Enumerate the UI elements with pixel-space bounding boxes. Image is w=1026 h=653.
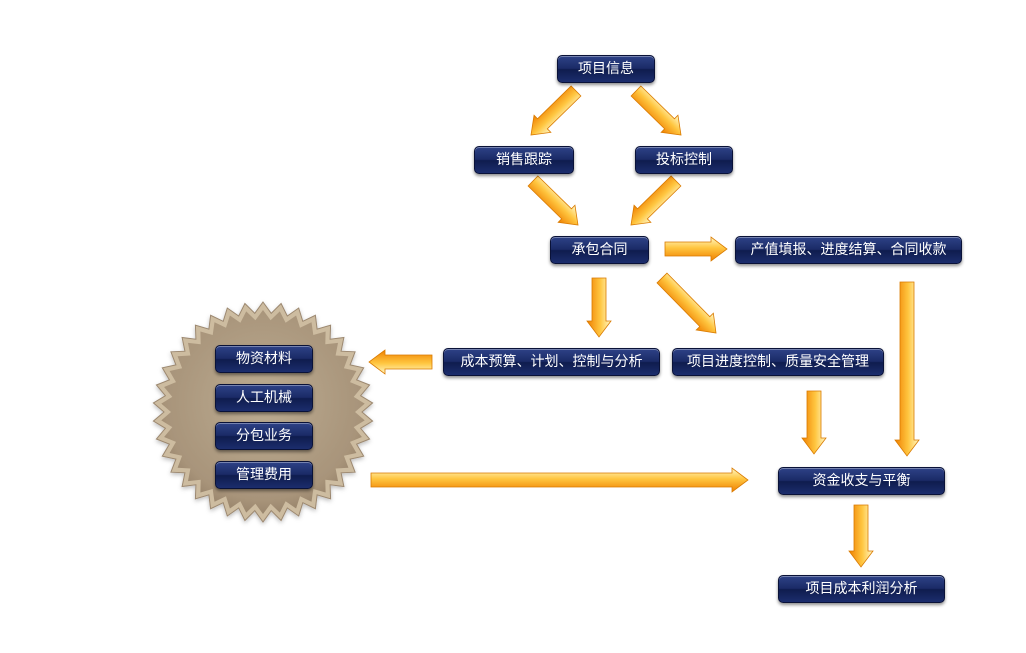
- node-cost-budget[interactable]: 成本预算、计划、控制与分析: [443, 348, 660, 376]
- arrow-cost-to-seal: [368, 349, 433, 375]
- arrow-contract-to-output: [664, 236, 728, 262]
- arrow-seal-to-fund: [370, 467, 749, 493]
- node-profit-analysis[interactable]: 项目成本利润分析: [778, 575, 945, 603]
- arrow-output-to-fund: [894, 281, 920, 457]
- cost-item-subcontract[interactable]: 分包业务: [215, 422, 313, 450]
- node-output-progress-collection[interactable]: 产值填报、进度结算、合同收款: [735, 236, 962, 264]
- node-sales-tracking[interactable]: 销售跟踪: [474, 146, 574, 174]
- cost-item-materials[interactable]: 物资材料: [215, 345, 313, 373]
- arrow-info-to-sales: [530, 85, 582, 136]
- node-contract[interactable]: 承包合同: [550, 236, 649, 264]
- arrow-contract-to-progress: [656, 272, 717, 334]
- cost-item-labor-machinery[interactable]: 人工机械: [215, 384, 313, 412]
- arrow-fund-to-profit: [848, 504, 874, 568]
- arrow-contract-to-cost: [586, 277, 612, 338]
- node-bid-control[interactable]: 投标控制: [635, 146, 733, 174]
- cost-seal: [152, 301, 374, 523]
- cost-item-management-fee[interactable]: 管理费用: [215, 461, 313, 489]
- flow-arrows: [368, 85, 920, 568]
- node-fund-balance[interactable]: 资金收支与平衡: [778, 467, 945, 495]
- node-project-info[interactable]: 项目信息: [557, 55, 655, 83]
- arrow-info-to-bid: [630, 85, 682, 136]
- arrow-sales-to-contract: [527, 175, 579, 226]
- arrow-bid-to-contract: [630, 175, 682, 226]
- arrow-progress-to-fund: [801, 390, 827, 455]
- cost-seal-face: [161, 310, 365, 514]
- node-progress-quality-safety[interactable]: 项目进度控制、质量安全管理: [672, 348, 884, 376]
